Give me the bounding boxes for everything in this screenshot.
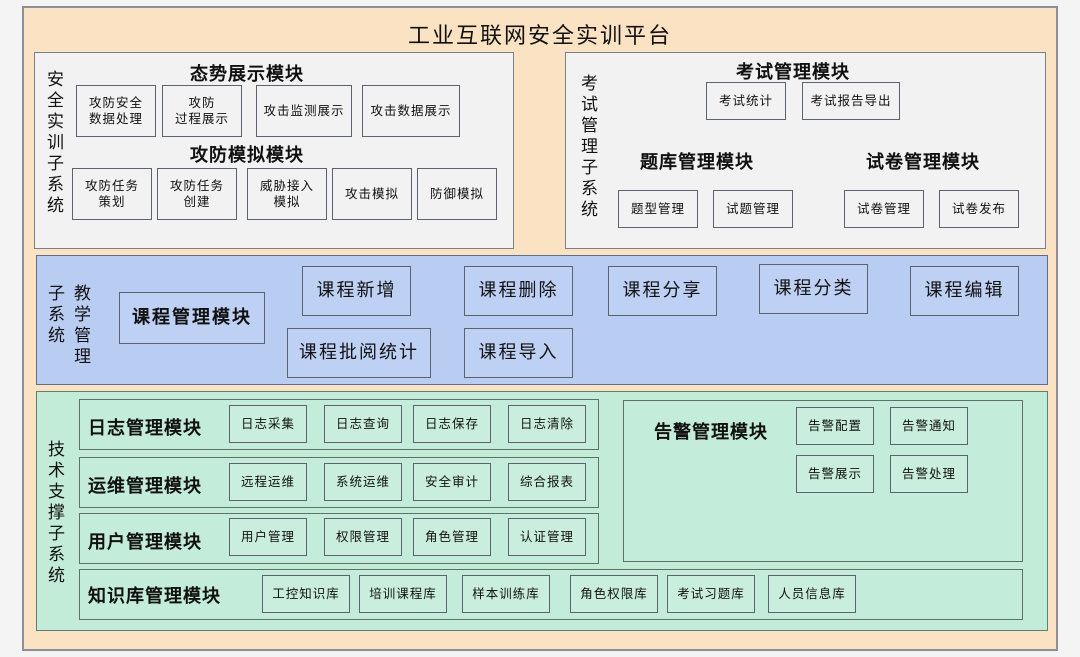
course-item-review-stats: 课程批阅统计	[287, 328, 431, 378]
paper-module-title: 试卷管理模块	[866, 152, 980, 173]
log-item-1: 日志采集	[229, 405, 307, 443]
alarm-item-3: 告警展示	[796, 455, 874, 493]
knowledge-item-1: 工控知识库	[262, 575, 350, 613]
ops-item-1: 远程运维	[229, 463, 307, 501]
alarm-item-1: 告警配置	[796, 407, 874, 445]
safety-subsystem-label: 安 全 实 训 子 系 统	[47, 70, 65, 216]
attack-module-title: 攻防模拟模块	[190, 145, 304, 166]
log-item-4: 日志清除	[508, 405, 586, 443]
question-bank-item-1: 题型管理	[618, 190, 698, 228]
platform-title: 工业互联网安全实训平台	[407, 24, 672, 49]
course-item-import: 课程导入	[464, 328, 573, 378]
log-item-3: 日志保存	[413, 405, 491, 443]
knowledge-item-4: 角色权限库	[570, 575, 658, 613]
attack-item-4: 攻击模拟	[332, 168, 412, 220]
ops-module-title: 运维管理模块	[88, 476, 202, 497]
user-item-3: 角色管理	[413, 518, 491, 556]
question-bank-module-title: 题库管理模块	[640, 152, 754, 173]
situation-item-4: 攻击数据展示	[362, 85, 460, 137]
exam-item-2: 考试报告导出	[802, 82, 900, 120]
log-item-2: 日志查询	[324, 405, 402, 443]
user-item-4: 认证管理	[508, 518, 586, 556]
user-item-1: 用户管理	[229, 518, 307, 556]
attack-item-5: 防御模拟	[417, 168, 497, 220]
attack-item-2: 攻防任务 创建	[157, 168, 237, 220]
course-item-delete: 课程删除	[464, 266, 573, 316]
exam-item-1: 考试统计	[706, 82, 786, 120]
course-item-share: 课程分享	[608, 266, 717, 316]
user-item-2: 权限管理	[324, 518, 402, 556]
knowledge-module-row	[79, 569, 1023, 620]
situation-module-title: 态势展示模块	[190, 64, 304, 85]
course-item-edit: 课程编辑	[910, 266, 1019, 316]
alarm-item-4: 告警处理	[890, 455, 968, 493]
ops-item-3: 安全审计	[413, 463, 491, 501]
exam-module-title: 考试管理模块	[736, 62, 850, 83]
teaching-subsystem-label-col1: 子 系 统	[48, 284, 66, 346]
ops-item-4: 综合报表	[508, 463, 586, 501]
attack-item-3: 威胁接入 模拟	[247, 168, 327, 220]
course-management-module: 课程管理模块	[119, 292, 265, 344]
ops-item-2: 系统运维	[324, 463, 402, 501]
course-item-add: 课程新增	[302, 266, 411, 316]
question-bank-item-2: 试题管理	[713, 190, 793, 228]
paper-item-1: 试卷管理	[844, 190, 924, 228]
knowledge-item-5: 考试习题库	[667, 575, 755, 613]
paper-item-2: 试卷发布	[939, 190, 1019, 228]
situation-item-3: 攻击监测展示	[256, 85, 352, 137]
teaching-subsystem-label-col2: 教 学 管 理	[74, 284, 92, 367]
knowledge-item-3: 样本训练库	[462, 575, 550, 613]
knowledge-item-2: 培训课程库	[359, 575, 447, 613]
alarm-item-2: 告警通知	[890, 407, 968, 445]
alarm-module-title: 告警管理模块	[654, 422, 768, 443]
user-module-title: 用户管理模块	[88, 532, 202, 553]
tech-subsystem-label: 技 术 支 撑 子 系 统	[48, 440, 66, 586]
situation-item-2: 攻防 过程展示	[162, 85, 242, 137]
attack-item-1: 攻防任务 策划	[72, 168, 152, 220]
course-item-category: 课程分类	[759, 264, 868, 314]
knowledge-module-title: 知识库管理模块	[88, 586, 221, 607]
situation-item-1: 攻防安全 数据处理	[76, 85, 156, 137]
log-module-title: 日志管理模块	[88, 418, 202, 439]
knowledge-item-6: 人员信息库	[768, 575, 856, 613]
exam-subsystem-label: 考 试 管 理 子 系 统	[581, 74, 599, 220]
